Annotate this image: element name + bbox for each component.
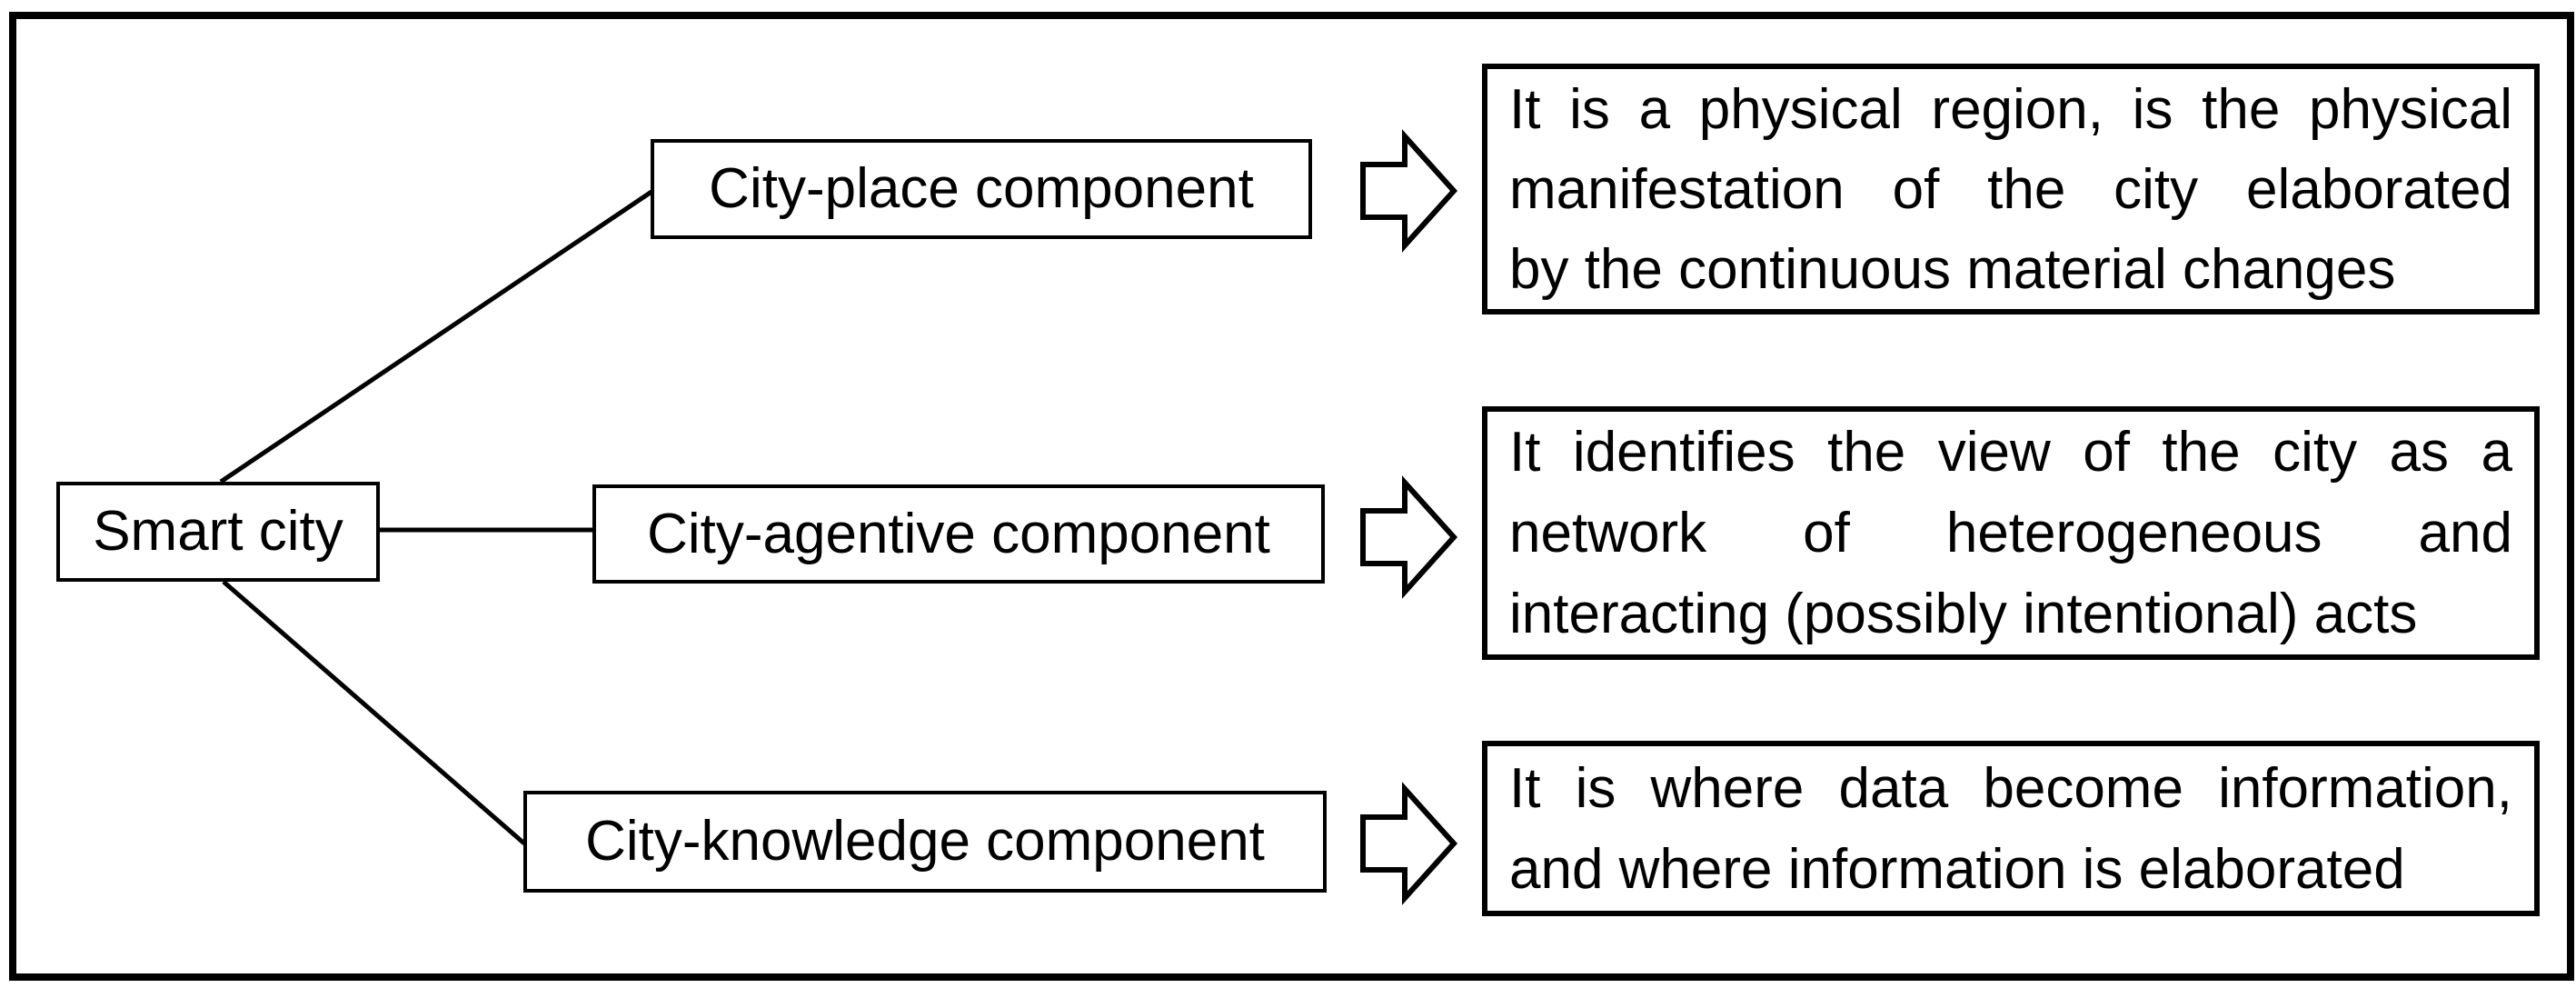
description-line: manifestation of the city elaborated — [1509, 158, 2512, 221]
description-box-city-place: It is a physical region, is the physical… — [1482, 64, 2540, 314]
branch-node-city-agentive: City-agentive component — [592, 484, 1325, 584]
description-box-city-knowledge: It is where data become information, and… — [1482, 741, 2540, 916]
connector-line-knowledge — [222, 580, 526, 845]
branch-node-city-knowledge: City-knowledge component — [523, 791, 1327, 893]
description-line: interacting (possibly intentional) acts — [1509, 583, 2418, 645]
block-arrow-icon-knowledge — [1360, 782, 1458, 905]
block-arrow-icon-agentive — [1360, 475, 1458, 599]
description-line: It identifies the view of the city as a — [1509, 421, 2512, 484]
branch-node-city-place: City-place component — [651, 139, 1312, 239]
branch-node-label: City-place component — [709, 157, 1254, 220]
branch-node-label: City-knowledge component — [585, 810, 1265, 873]
description-line: by the continuous material changes — [1509, 238, 2396, 301]
root-node-label: Smart city — [93, 500, 343, 563]
description-line: and where information is elaborated — [1509, 837, 2405, 901]
root-node-smart-city: Smart city — [56, 482, 380, 582]
branch-node-label: City-agentive component — [647, 502, 1270, 565]
description-line: It is where data become information, — [1509, 756, 2512, 820]
connector-line-place — [219, 189, 653, 484]
block-arrow-icon-place — [1360, 129, 1458, 253]
description-line: It is a physical region, is the physical — [1509, 78, 2512, 141]
description-line: network of heterogeneous and — [1509, 502, 2512, 564]
description-box-city-agentive: It identifies the view of the city as a … — [1482, 406, 2540, 660]
